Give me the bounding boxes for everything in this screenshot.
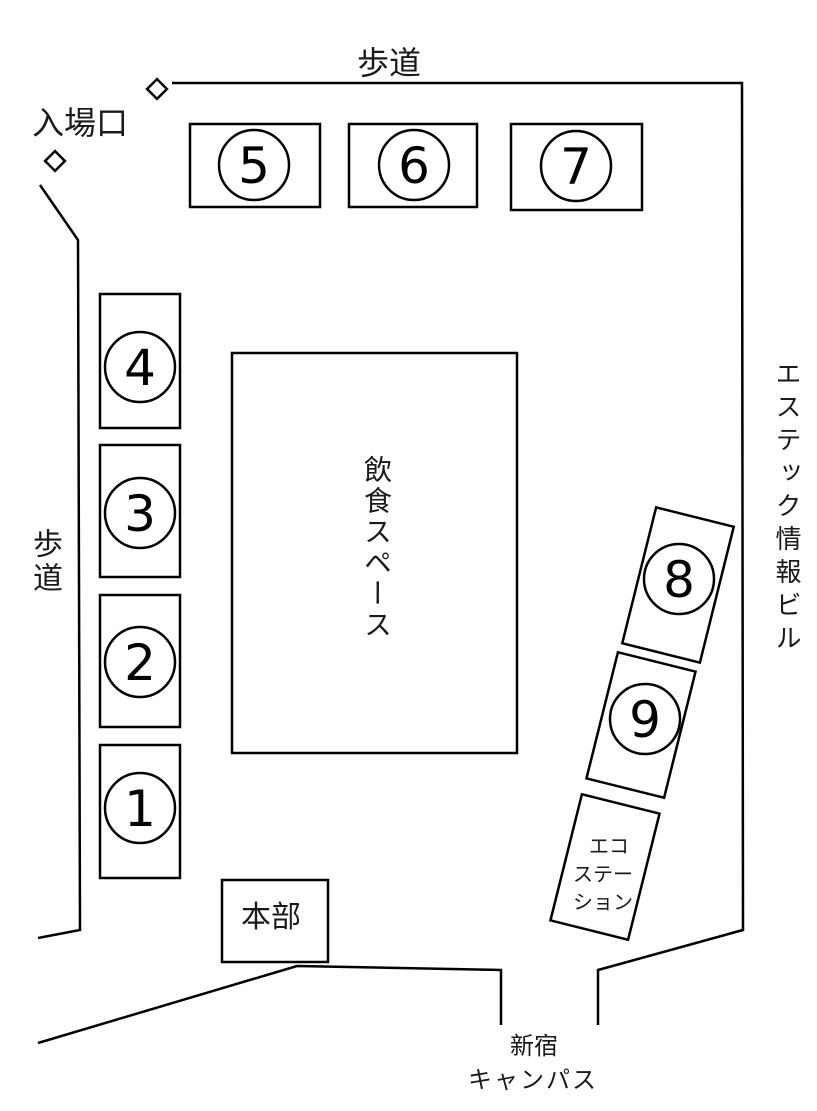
booth-6[interactable]	[347, 122, 479, 209]
booth-8[interactable]	[620, 505, 736, 665]
booth-4-number: 4	[124, 339, 156, 397]
booth-3[interactable]	[98, 443, 182, 579]
booth-9-number: 9	[629, 691, 661, 749]
booth-1-number: 1	[124, 780, 156, 838]
sidewalk-left-label: 歩道	[27, 528, 62, 596]
eco-station-label-line2: ステー	[573, 862, 633, 886]
headquarters-label: 本部	[241, 900, 301, 935]
headquarters[interactable]	[220, 878, 330, 964]
entrance-label: 入場口	[32, 104, 129, 142]
booth-7[interactable]	[509, 122, 644, 212]
booth-2-circle	[103, 625, 177, 699]
entrance-marker-1	[145, 77, 169, 101]
booth-3-circle	[103, 476, 177, 550]
top-boundary-line	[172, 81, 745, 1025]
bottom-boundary-line	[37, 964, 503, 1045]
eco-station-label-line3: ション	[573, 890, 633, 914]
booth-4-circle	[103, 330, 177, 404]
booth-8-number: 8	[663, 551, 695, 609]
sidewalk-top-label: 歩道	[357, 44, 422, 82]
booth-5[interactable]	[188, 122, 322, 209]
booth-6-number: 6	[398, 137, 430, 195]
booth-8-circle	[642, 542, 716, 616]
eco-station-label-line1: エコ	[589, 834, 629, 858]
booth-5-number: 5	[238, 137, 270, 195]
booth-1-circle	[103, 771, 177, 845]
left-boundary-line	[37, 184, 82, 940]
booth-5-circle	[217, 128, 291, 202]
booth-2-number: 2	[124, 634, 156, 692]
booth-7-number: 7	[560, 138, 592, 196]
booth-9-circle	[608, 682, 682, 756]
booth-1[interactable]	[98, 743, 182, 880]
booth-7-circle	[539, 129, 613, 203]
campus-label-line2: キャンパス	[468, 1066, 598, 1094]
right-building-label: エステック情報ビル	[771, 360, 801, 657]
booth-2[interactable]	[98, 593, 182, 729]
booth-6-circle	[377, 128, 451, 202]
booth-9[interactable]	[584, 650, 698, 800]
booth-3-number: 3	[124, 485, 156, 543]
dining-space-label: 飲食スペース	[360, 455, 393, 641]
entrance-marker-2	[43, 149, 67, 173]
booth-4[interactable]	[98, 292, 182, 430]
eco-station[interactable]	[548, 792, 662, 942]
campus-label-line1: 新宿	[510, 1032, 558, 1060]
dining-space	[230, 351, 519, 755]
